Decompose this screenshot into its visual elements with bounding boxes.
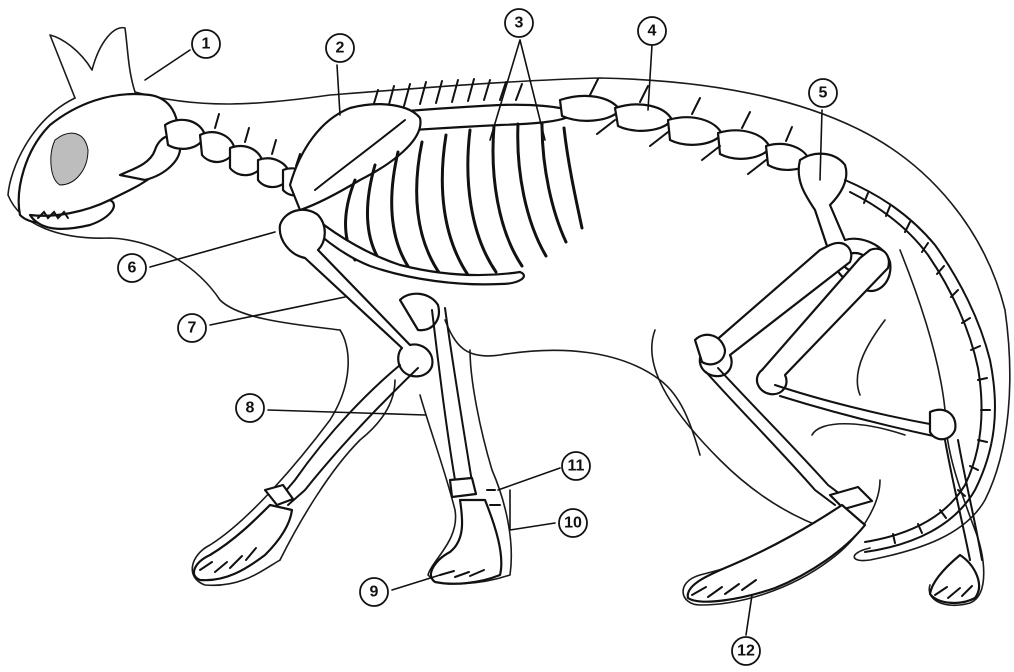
marker-8: 8 xyxy=(236,394,264,422)
marker-12: 12 xyxy=(732,637,760,665)
marker-9: 9 xyxy=(360,578,388,606)
skull xyxy=(19,94,180,229)
marker-7-label: 7 xyxy=(188,320,197,337)
lumbar-vertebrae xyxy=(560,79,810,174)
marker-4-label: 4 xyxy=(648,23,657,40)
marker-1-label: 1 xyxy=(202,36,211,53)
marker-5: 5 xyxy=(809,79,837,107)
marker-7: 7 xyxy=(178,314,206,342)
marker-11: 11 xyxy=(562,452,590,480)
marker-11-label: 11 xyxy=(568,458,585,475)
marker-10-label: 10 xyxy=(564,515,582,532)
marker-6: 6 xyxy=(118,254,146,282)
marker-2: 2 xyxy=(326,34,354,62)
marker-4: 4 xyxy=(638,17,666,45)
marker-8-label: 8 xyxy=(246,400,255,417)
marker-12-label: 12 xyxy=(737,643,755,660)
marker-5-label: 5 xyxy=(819,85,828,102)
marker-3-label: 3 xyxy=(515,15,524,32)
scapula xyxy=(290,104,420,210)
marker-9-label: 9 xyxy=(370,584,379,601)
marker-6-label: 6 xyxy=(128,260,137,277)
marker-1: 1 xyxy=(192,30,220,58)
front-limb-near xyxy=(431,308,501,584)
marker-3: 3 xyxy=(505,9,533,37)
marker-2-label: 2 xyxy=(336,40,345,57)
marker-10: 10 xyxy=(559,509,587,537)
